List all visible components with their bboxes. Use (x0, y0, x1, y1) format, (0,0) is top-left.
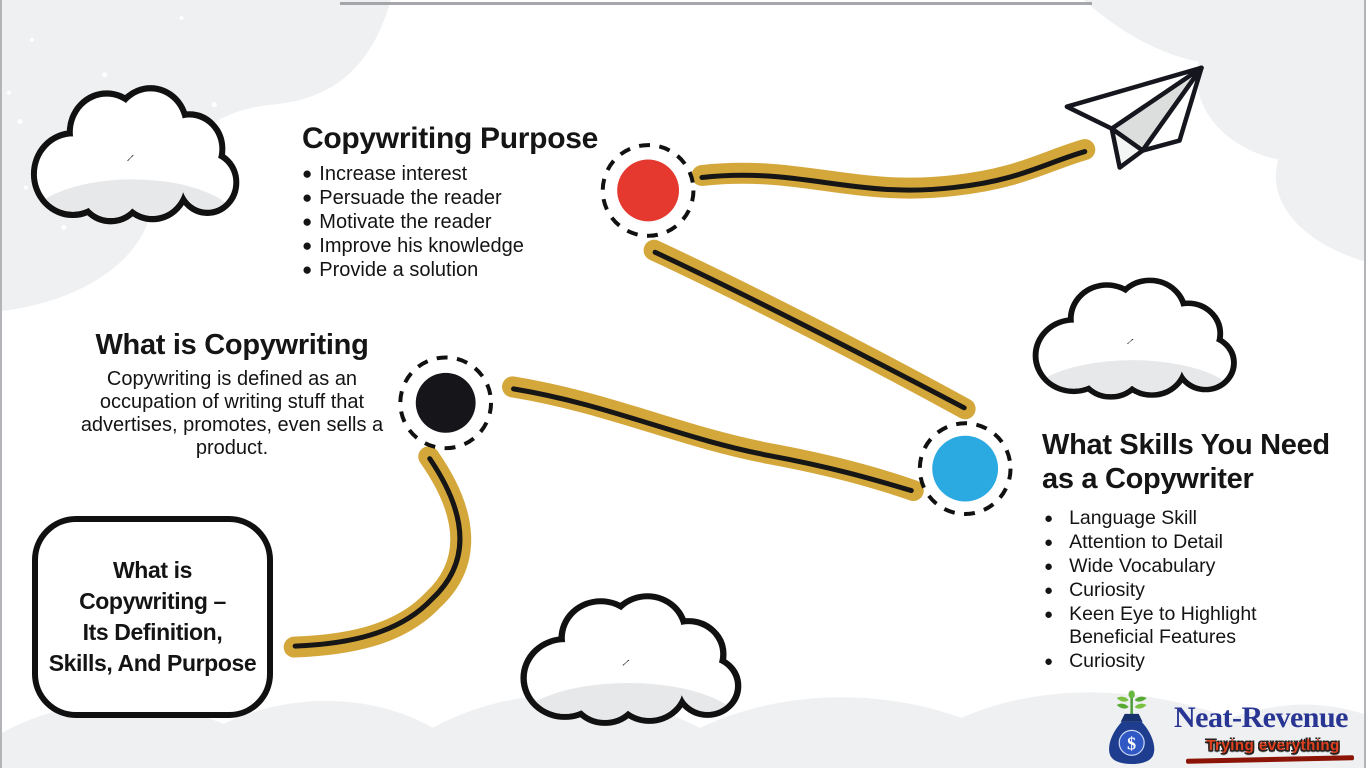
definition-body: Copywriting is defined as an occupation … (80, 368, 384, 459)
bullet-dot-icon: ● (302, 260, 313, 279)
bullet-label: Motivate the reader (319, 211, 492, 233)
purpose-title: Copywriting Purpose (302, 122, 598, 155)
bullet-item: ● Curiosity (1042, 650, 1322, 673)
bullet-label: Curiosity (1069, 650, 1145, 672)
bullet-dot-icon: ● (1044, 606, 1054, 623)
purpose-list: ● Increase interest ● Persuade the reader ● M… (302, 162, 632, 282)
title-box-line: Copywriting – (79, 588, 226, 614)
bullet-label: Language Skill (1069, 507, 1197, 529)
definition-title: What is Copywriting (95, 329, 369, 361)
bullet-label: Persuade the reader (319, 187, 502, 209)
red-node (600, 143, 696, 238)
bullet-dot-icon: ● (1044, 534, 1054, 551)
speckle-dots (6, 15, 217, 239)
bullet-label: Provide a solution (319, 259, 479, 281)
top-edge-line (340, 2, 1092, 5)
plant-sprout-icon (1116, 690, 1147, 715)
paper-plane-icon (1064, 65, 1204, 170)
title-box-line: Its Definition, (82, 619, 223, 645)
bullet-dot-icon: ● (302, 236, 313, 255)
brand-name: Neat-Revenue (1174, 701, 1348, 734)
purpose-section: Copywriting Purpose ● Increase interest ● P… (302, 122, 632, 282)
background-cloud-shape (2, 0, 1364, 733)
journey-path (283, 139, 1096, 658)
bullet-dot-icon: ● (302, 188, 313, 207)
bullet-item: ● Increase interest (302, 162, 632, 186)
bullet-label: Increase interest (319, 163, 468, 185)
blue-node (917, 421, 1013, 516)
black-node (398, 355, 494, 451)
bullet-dot-icon: ● (302, 164, 313, 183)
title-box-line: Skills, And Purpose (48, 650, 257, 676)
bullet-item: ● Curiosity (1042, 579, 1322, 602)
bullet-dot-icon: ● (1044, 558, 1054, 575)
bullet-dot-icon: ● (302, 212, 313, 231)
bullet-label: Wide Vocabulary (1069, 555, 1216, 577)
money-bag-icon: $ (1109, 690, 1155, 765)
svg-text:$: $ (1127, 733, 1136, 753)
bullet-item: ● Persuade the reader (302, 186, 632, 210)
definition-section: What is Copywriting Copywriting is defin… (74, 328, 390, 460)
skills-section: What Skills You Need as a Copywriter ● La… (1042, 428, 1354, 674)
bullet-dot-icon: ● (1044, 653, 1054, 670)
main-title-box: What is Copywriting – Its Definition, Sk… (32, 516, 273, 718)
bullet-item: ● Improve his knowledge (302, 234, 632, 258)
bullet-label: Keen Eye to Highlight Beneficial Feature… (1069, 603, 1257, 648)
brand-tagline: Trying everything (1206, 737, 1340, 754)
bullet-item: ● Motivate the reader (302, 210, 632, 234)
bullet-label: Improve his knowledge (319, 235, 524, 257)
bullet-item: ● Wide Vocabulary (1042, 555, 1322, 578)
bullet-dot-icon: ● (1044, 582, 1054, 599)
bullet-item: ● Keen Eye to Highlight Beneficial Featur… (1042, 603, 1322, 649)
bullet-dot-icon: ● (1044, 510, 1054, 527)
bullet-label: Attention to Detail (1069, 531, 1223, 553)
skills-title: What Skills You Need as a Copywriter (1042, 428, 1354, 496)
skills-title-line1: What Skills You Need (1042, 429, 1330, 461)
bullet-item: ● Language Skill (1042, 507, 1322, 530)
skills-list: ● Language Skill ● Attention to Detail ● Wide… (1042, 507, 1322, 673)
bullet-item: ● Attention to Detail (1042, 531, 1322, 554)
skills-title-line2: as a Copywriter (1042, 463, 1254, 495)
title-box-line: What is (113, 557, 192, 583)
bullet-label: Curiosity (1069, 579, 1145, 601)
bullet-item: ● Provide a solution (302, 258, 632, 282)
